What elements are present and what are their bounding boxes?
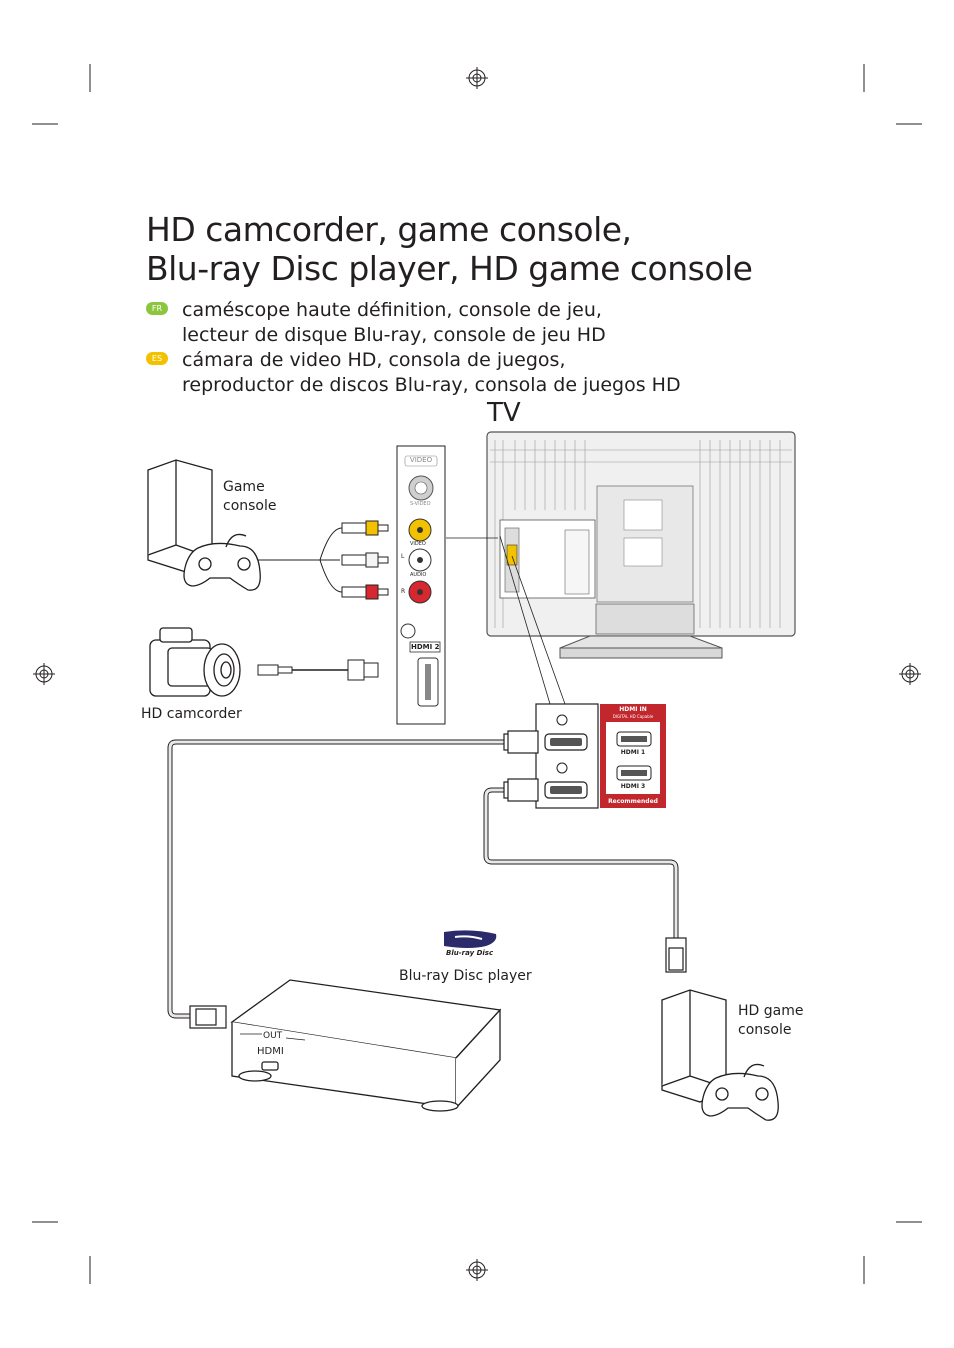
hd-camcorder-label: HD camcorder xyxy=(141,706,242,722)
hdmi-cable-game xyxy=(483,787,679,938)
tv-panel-svideo: S-VIDEO xyxy=(410,501,431,507)
hdmi-plug-icon xyxy=(503,778,687,973)
hd-game-console-label: HD game console xyxy=(738,1002,803,1040)
crop-mark xyxy=(32,64,922,1284)
game-console-label-line-1: Game xyxy=(223,479,265,495)
title-line-1: HD camcorder, game console, xyxy=(146,210,632,249)
bluray-out-label: OUT xyxy=(263,1031,283,1041)
page-title: HD camcorder, game console, Blu-ray Disc… xyxy=(146,210,753,288)
lang-badge-fr: FR xyxy=(146,302,168,315)
bluray-player-illustration xyxy=(230,979,502,1112)
game-console-icon xyxy=(147,459,213,573)
tv-back-illustration xyxy=(486,431,796,659)
hdmi-panel-subheader: DIGITAL HD Capable xyxy=(612,714,654,719)
tv-label: TV xyxy=(487,398,521,428)
camcorder-icon xyxy=(149,627,241,697)
translation-es-line-2: reproductor de discos Blu-ray, consola d… xyxy=(182,374,681,396)
registration-mark xyxy=(33,67,921,1281)
tv-side-panel xyxy=(396,445,446,725)
translation-fr-text: caméscope haute définition, console de j… xyxy=(182,298,606,348)
hdmi-panel-footer: Recommended xyxy=(608,798,658,805)
tv-panel-video-header: VIDEO xyxy=(409,456,433,464)
game-console-label-line-2: console xyxy=(223,498,277,514)
bluray-hdmi-label: HDMI xyxy=(257,1046,284,1057)
hdmi-input-panel xyxy=(535,703,666,809)
bluray-logo-text: Blu-ray Disc xyxy=(446,949,494,957)
hdmi-panel-port-3: HDMI 3 xyxy=(620,783,646,790)
tv-panel-video-jack: VIDEO xyxy=(410,541,426,547)
tv-panel-audio: AUDIO xyxy=(410,572,427,578)
tv-panel-hdmi2: HDMI 2 xyxy=(411,643,440,651)
rca-plug-icon xyxy=(341,520,389,600)
lang-badge-es: ES xyxy=(146,352,168,365)
hdmi-cable-bluray xyxy=(167,739,505,1019)
hdmi-plug-icon xyxy=(189,730,539,1029)
translation-es-text: cámara de video HD, consola de juegos, r… xyxy=(182,348,681,398)
gamepad-icon xyxy=(183,533,261,591)
bluray-logo-icon xyxy=(444,930,497,948)
translation-es-line-1: cámara de video HD, consola de juegos, xyxy=(182,349,566,371)
av-cable xyxy=(258,527,343,593)
hdmi-panel-port-1: HDMI 1 xyxy=(620,749,646,756)
title-line-2: Blu-ray Disc player, HD game console xyxy=(146,249,753,288)
game-console-icon xyxy=(661,989,727,1103)
tv-panel-l: L xyxy=(401,553,405,560)
bluray-player-label: Blu-ray Disc player xyxy=(399,968,532,984)
hd-game-console-label-line-1: HD game xyxy=(738,1003,804,1019)
tv-panel-r: R xyxy=(401,588,406,595)
game-console-label: Game console xyxy=(223,478,277,516)
hd-game-console-label-line-2: console xyxy=(738,1022,792,1038)
translation-fr-line-1: caméscope haute définition, console de j… xyxy=(182,299,602,321)
hdmi-panel-header: HDMI IN xyxy=(619,706,647,713)
gamepad-icon xyxy=(701,1063,779,1121)
translation-fr-line-2: lecteur de disque Blu-ray, console de je… xyxy=(182,324,606,346)
hdmi-cable-camcorder xyxy=(257,659,379,681)
